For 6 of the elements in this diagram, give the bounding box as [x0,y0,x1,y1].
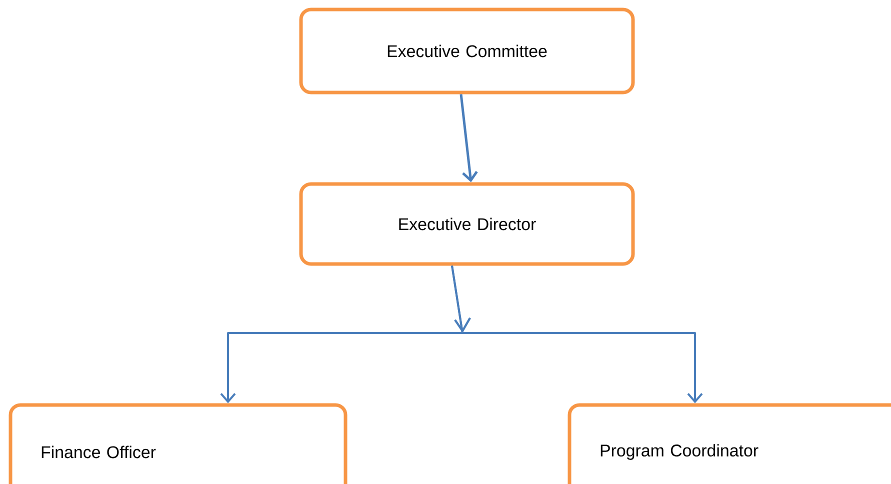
arrow [451,264,703,404]
role-box: Finance Officer [8,403,348,484]
role-box: Executive Committee [299,8,635,94]
role-box: Executive Director [299,182,635,266]
arrow [460,94,478,182]
role-box: Program Coordinator [568,403,891,484]
